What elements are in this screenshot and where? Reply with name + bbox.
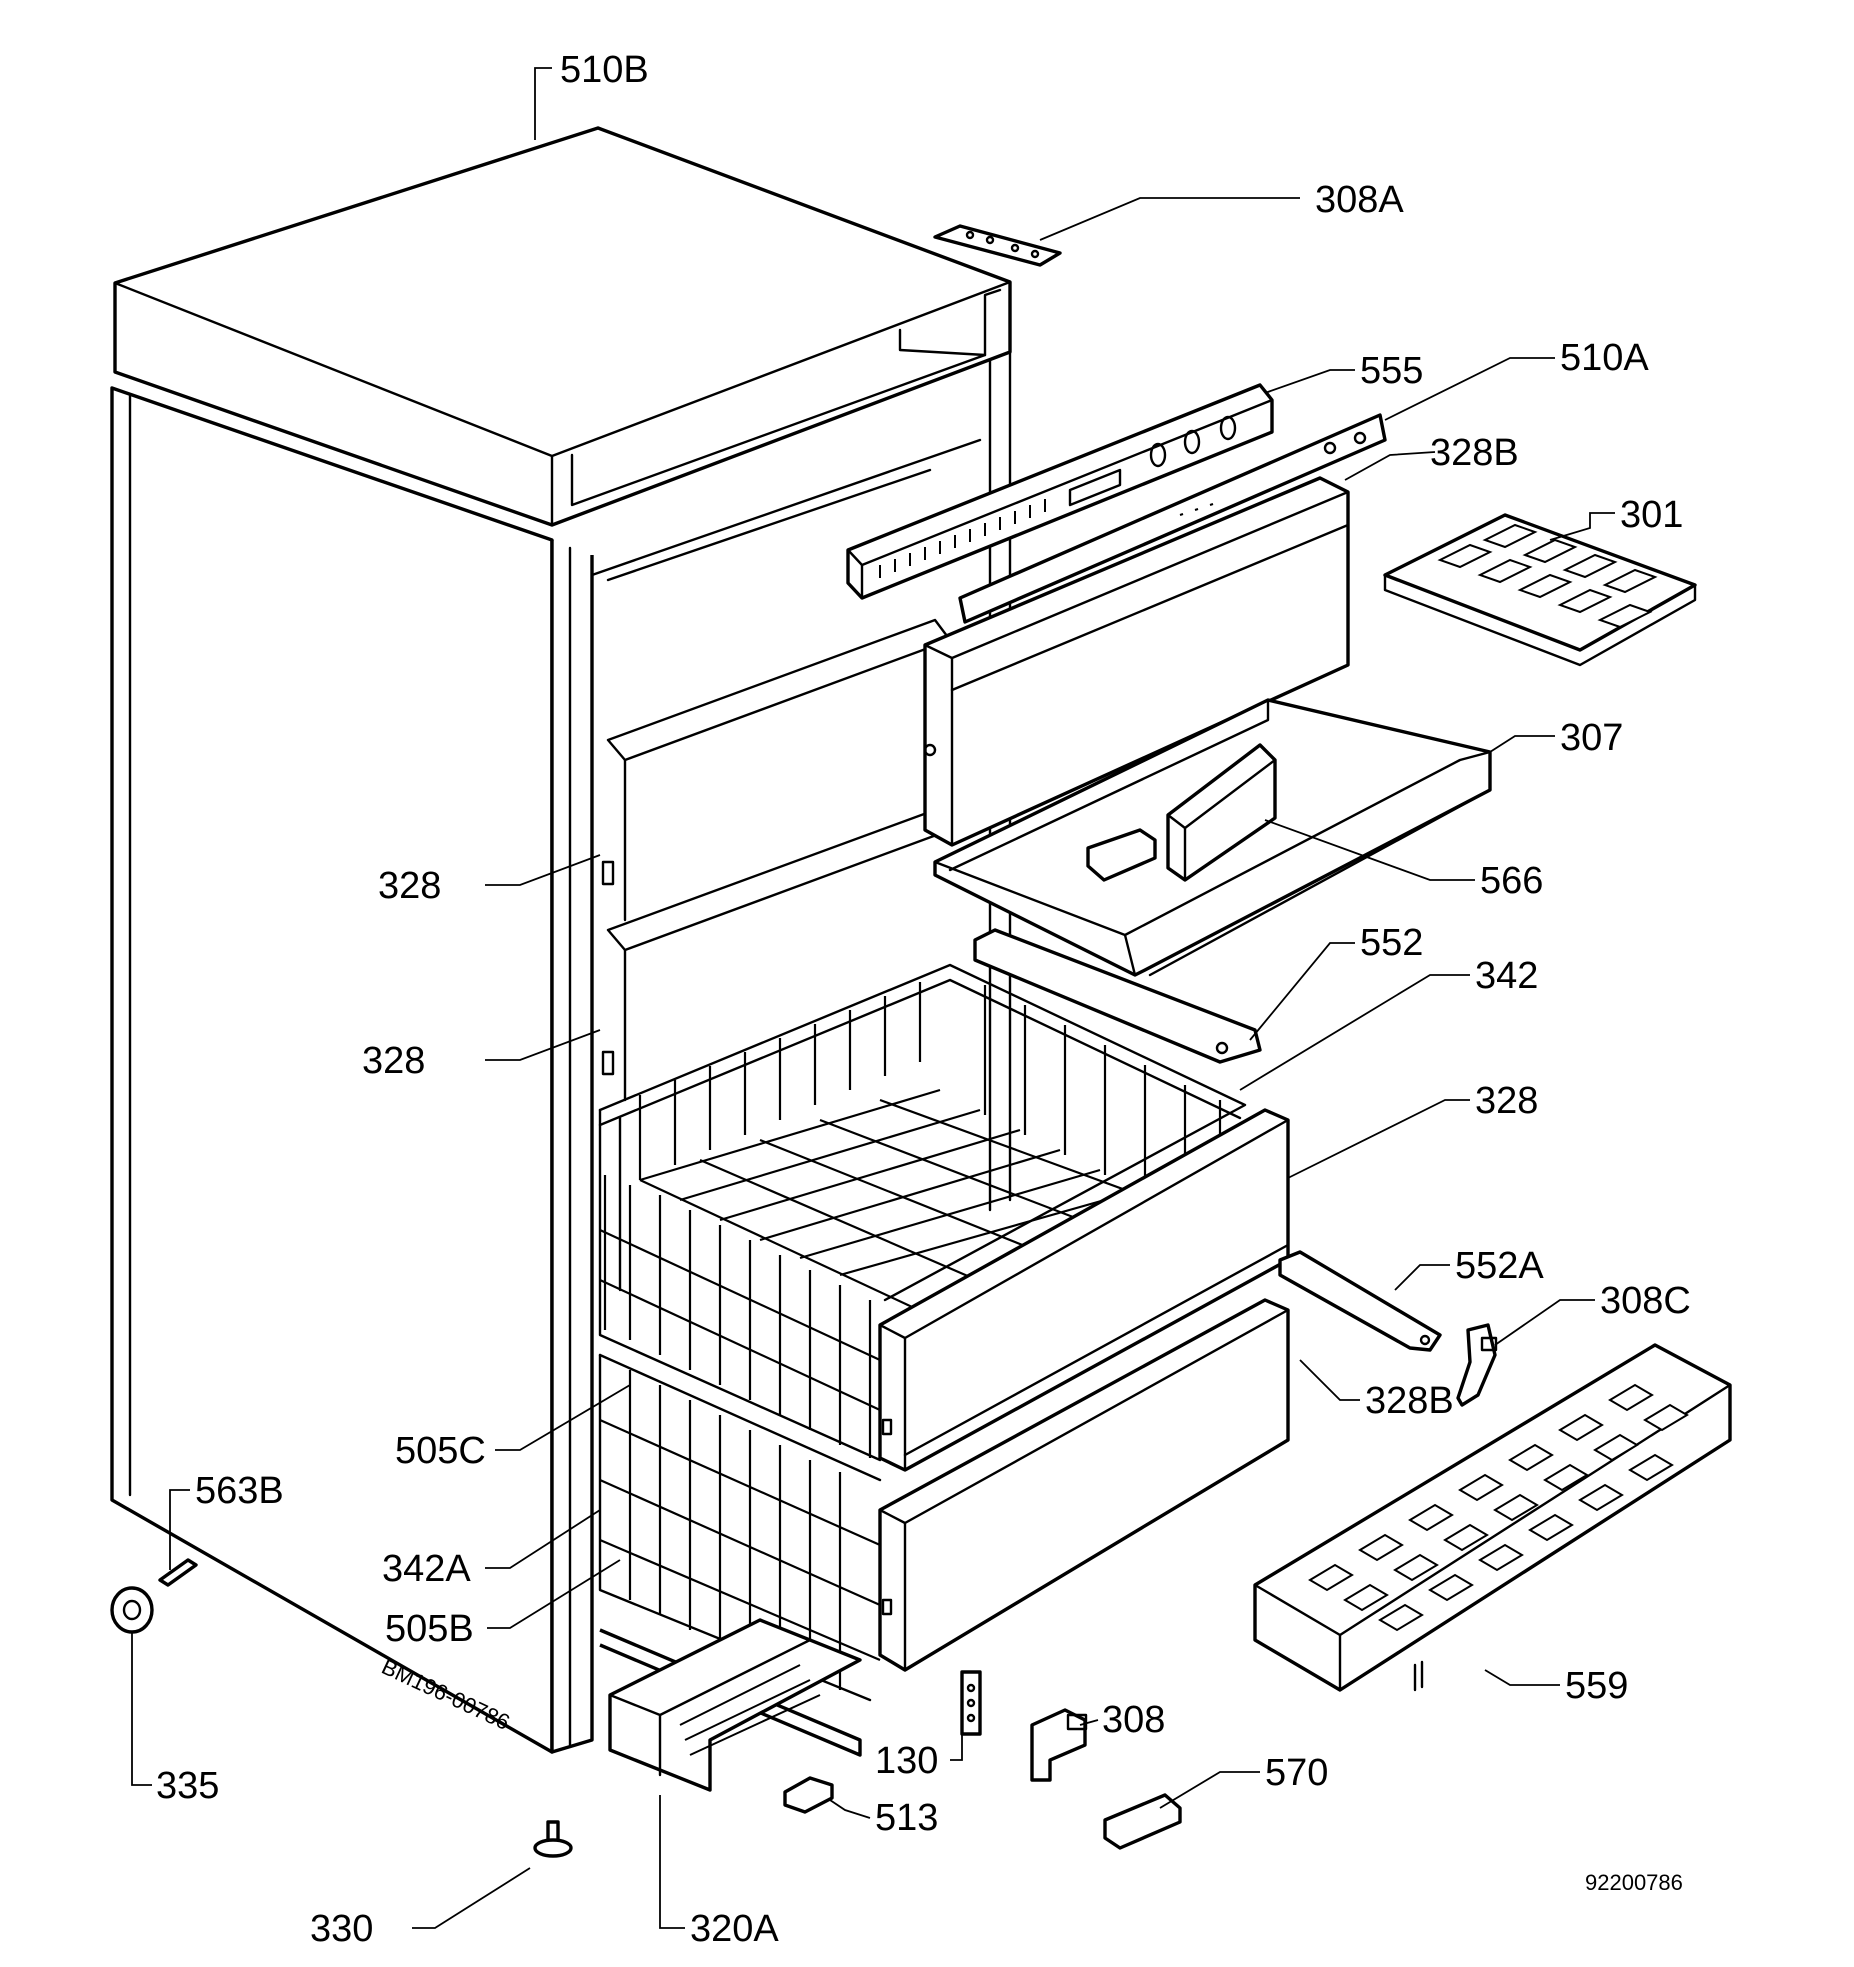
callout-301: 301 — [1620, 494, 1683, 536]
callout-555: 555 — [1360, 350, 1423, 392]
pin-563B — [158, 1558, 198, 1587]
drawer-front-328 — [878, 1108, 1290, 1472]
divider-566 — [1086, 743, 1277, 882]
drawer-front-328B — [878, 1298, 1290, 1672]
callout-330: 330 — [310, 1908, 373, 1950]
plinth-320A — [608, 1618, 862, 1792]
callout-505B: 505B — [385, 1608, 474, 1650]
top-hinge-308A — [933, 224, 1062, 267]
hinge-plate-130 — [960, 1670, 982, 1736]
callout-308C: 308C — [1600, 1280, 1691, 1322]
foot-335 — [110, 1586, 154, 1634]
foot-330 — [533, 1820, 573, 1858]
callout-513: 513 — [875, 1797, 938, 1839]
callout-566: 566 — [1480, 860, 1543, 902]
callout-328-c: 328 — [1475, 1080, 1538, 1122]
callout-559: 559 — [1565, 1665, 1628, 1707]
cap-513 — [783, 1776, 834, 1814]
callout-563B: 563B — [195, 1470, 284, 1512]
callout-307: 307 — [1560, 717, 1623, 759]
ice-tray-301 — [1383, 513, 1697, 667]
callout-335: 335 — [156, 1765, 219, 1807]
clip-308C — [1456, 1323, 1498, 1407]
callout-328B-top: 328B — [1430, 432, 1519, 474]
callout-130: 130 — [875, 1740, 938, 1782]
callout-328B-bottom: 328B — [1365, 1380, 1454, 1422]
control-panel-555 — [846, 383, 1274, 600]
callout-510B: 510B — [560, 49, 649, 91]
callout-505C: 505C — [395, 1430, 486, 1472]
document-number: 92200786 — [1585, 1870, 1683, 1895]
callout-342: 342 — [1475, 955, 1538, 997]
upper-door-328B — [923, 476, 1350, 847]
leader-lines — [131, 67, 1615, 1929]
callout-342A: 342A — [382, 1548, 471, 1590]
wire-basket-342 — [598, 963, 1247, 1462]
cabinet-body — [110, 126, 1012, 1754]
callout-570: 570 — [1265, 1752, 1328, 1794]
callout-510A: 510A — [1560, 337, 1649, 379]
rail-552 — [973, 928, 1262, 1064]
rail-552A — [1278, 1250, 1442, 1352]
callout-308: 308 — [1102, 1699, 1165, 1741]
callout-308A: 308A — [1315, 179, 1404, 221]
callout-552: 552 — [1360, 922, 1423, 964]
callout-552A: 552A — [1455, 1245, 1544, 1287]
callout-320A: 320A — [690, 1908, 779, 1950]
callout-328-b: 328 — [362, 1040, 425, 1082]
callout-328-a: 328 — [378, 865, 441, 907]
hinge-308 — [1030, 1708, 1088, 1782]
trim-strip-510A — [958, 413, 1387, 624]
ice-tray-559 — [1253, 1343, 1732, 1692]
